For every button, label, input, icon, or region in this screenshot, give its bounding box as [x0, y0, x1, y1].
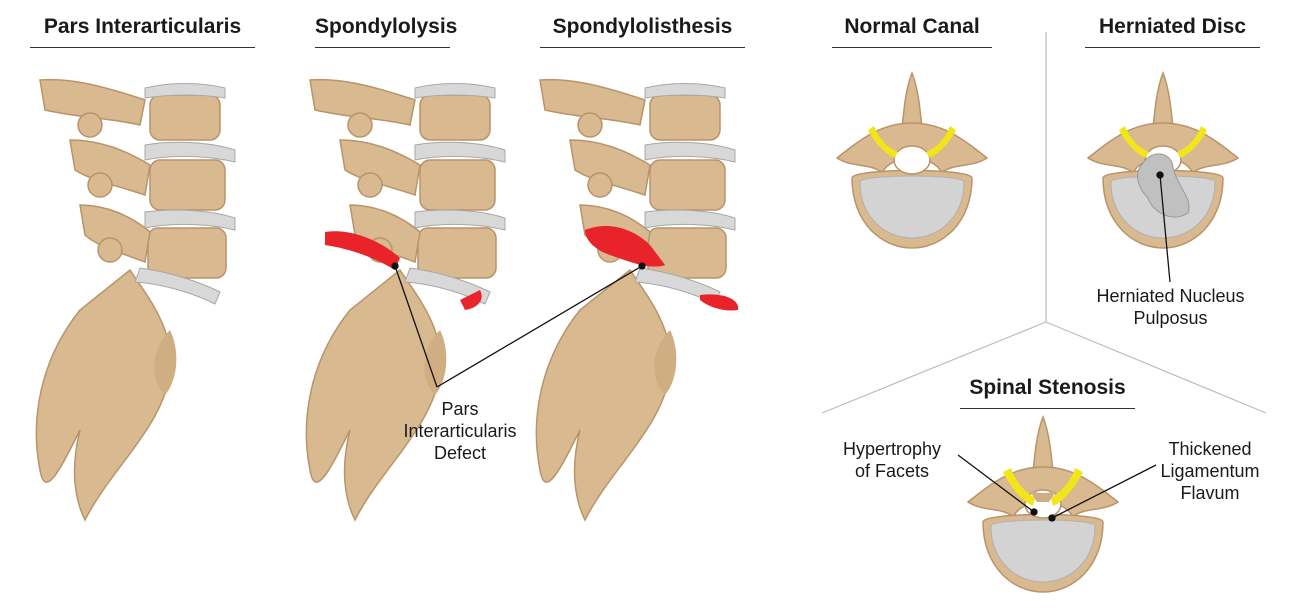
- label-ligamentum-line1: Thickened: [1140, 438, 1280, 460]
- vertebra-herniated-disc: [1088, 73, 1238, 248]
- label-pars-defect: Pars Interarticularis Defect: [380, 398, 540, 464]
- pointer-dot-spondylolisthesis: [639, 263, 645, 269]
- label-pars-defect-line1: Pars: [380, 398, 540, 420]
- label-pars-defect-line3: Defect: [380, 442, 540, 464]
- label-hypertrophy-of-facets: Hypertrophy of Facets: [822, 438, 962, 482]
- spine-spondylolisthesis: [536, 80, 738, 520]
- label-hypertrophy-line2: of Facets: [822, 460, 962, 482]
- label-hypertrophy-line1: Hypertrophy: [822, 438, 962, 460]
- label-ligamentum-line2: Ligamentum: [1140, 460, 1280, 482]
- pointer-dot-ligamentum: [1049, 515, 1055, 521]
- divider-left: [822, 322, 1046, 413]
- label-thickened-ligamentum-flavum: Thickened Ligamentum Flavum: [1140, 438, 1280, 504]
- label-herniated-nucleus-line1: Herniated Nucleus: [1068, 285, 1273, 307]
- label-pars-defect-line2: Interarticularis: [380, 420, 540, 442]
- label-herniated-nucleus: Herniated Nucleus Pulposus: [1068, 285, 1273, 329]
- label-ligamentum-line3: Flavum: [1140, 482, 1280, 504]
- pointer-dot-hypertrophy: [1031, 509, 1037, 515]
- vertebra-normal-canal: [837, 73, 987, 248]
- vertebra-spinal-stenosis: [968, 417, 1118, 592]
- spine-pars-interarticularis: [36, 80, 235, 520]
- pointer-dot-spondylolysis: [392, 263, 398, 269]
- divider-right: [1046, 322, 1266, 413]
- pointer-dot-herniated: [1157, 172, 1163, 178]
- label-herniated-nucleus-line2: Pulposus: [1068, 307, 1273, 329]
